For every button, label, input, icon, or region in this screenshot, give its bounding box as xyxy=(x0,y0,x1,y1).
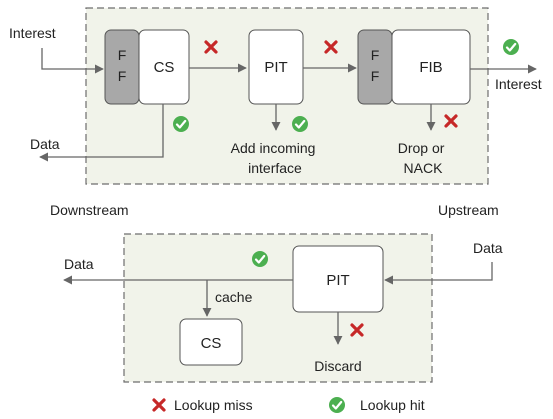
face-filter-right-letter: F xyxy=(371,47,380,63)
pit-node-interest-label: PIT xyxy=(264,59,287,76)
cs-node-data-label: CS xyxy=(201,335,222,352)
cache-label: cache xyxy=(215,289,253,305)
pit-add-interface-note: Add incoming interface xyxy=(231,140,320,176)
downstream-label: Downstream xyxy=(50,202,129,218)
pit-data-hit-check-icon xyxy=(250,249,270,269)
cs-node xyxy=(138,29,190,105)
data-pipeline-panel xyxy=(123,233,433,383)
fib-hit-check-icon xyxy=(501,37,521,57)
face-filter-right-letter: F xyxy=(371,68,380,84)
data-downstream-label: Data xyxy=(30,136,60,152)
cs-node-data xyxy=(179,318,243,366)
pit-node-data-label: PIT xyxy=(326,272,349,289)
upstream-label: Upstream xyxy=(438,202,499,218)
cs-hit-check-icon xyxy=(171,114,191,134)
face-filter-right xyxy=(357,29,393,105)
legend-hit-label: Lookup hit xyxy=(360,397,425,413)
face-filter-left-letter: F xyxy=(118,47,127,63)
legend-miss-x-icon xyxy=(152,398,166,412)
face-filter-left-letter: F xyxy=(118,68,127,84)
face-filter-left xyxy=(104,29,140,105)
outgoing-data-label: Data xyxy=(64,256,94,272)
incoming-data-label: Data xyxy=(473,240,503,256)
incoming-data-arrow xyxy=(384,262,493,285)
fib-node-label: FIB xyxy=(419,59,442,76)
legend-hit-check-icon xyxy=(327,395,347,415)
incoming-interest-arrow xyxy=(41,48,104,74)
incoming-interest-label: Interest xyxy=(9,25,56,41)
discard-label: Discard xyxy=(314,358,361,374)
cs-node-label: CS xyxy=(154,59,175,76)
cs-data-return-arrow xyxy=(39,104,164,162)
fib-drop-note: Drop or NACK xyxy=(398,140,449,176)
pit-hit-check-icon xyxy=(290,114,310,134)
legend-miss-label: Lookup miss xyxy=(174,397,253,413)
outgoing-interest-label: Interest xyxy=(495,76,542,92)
